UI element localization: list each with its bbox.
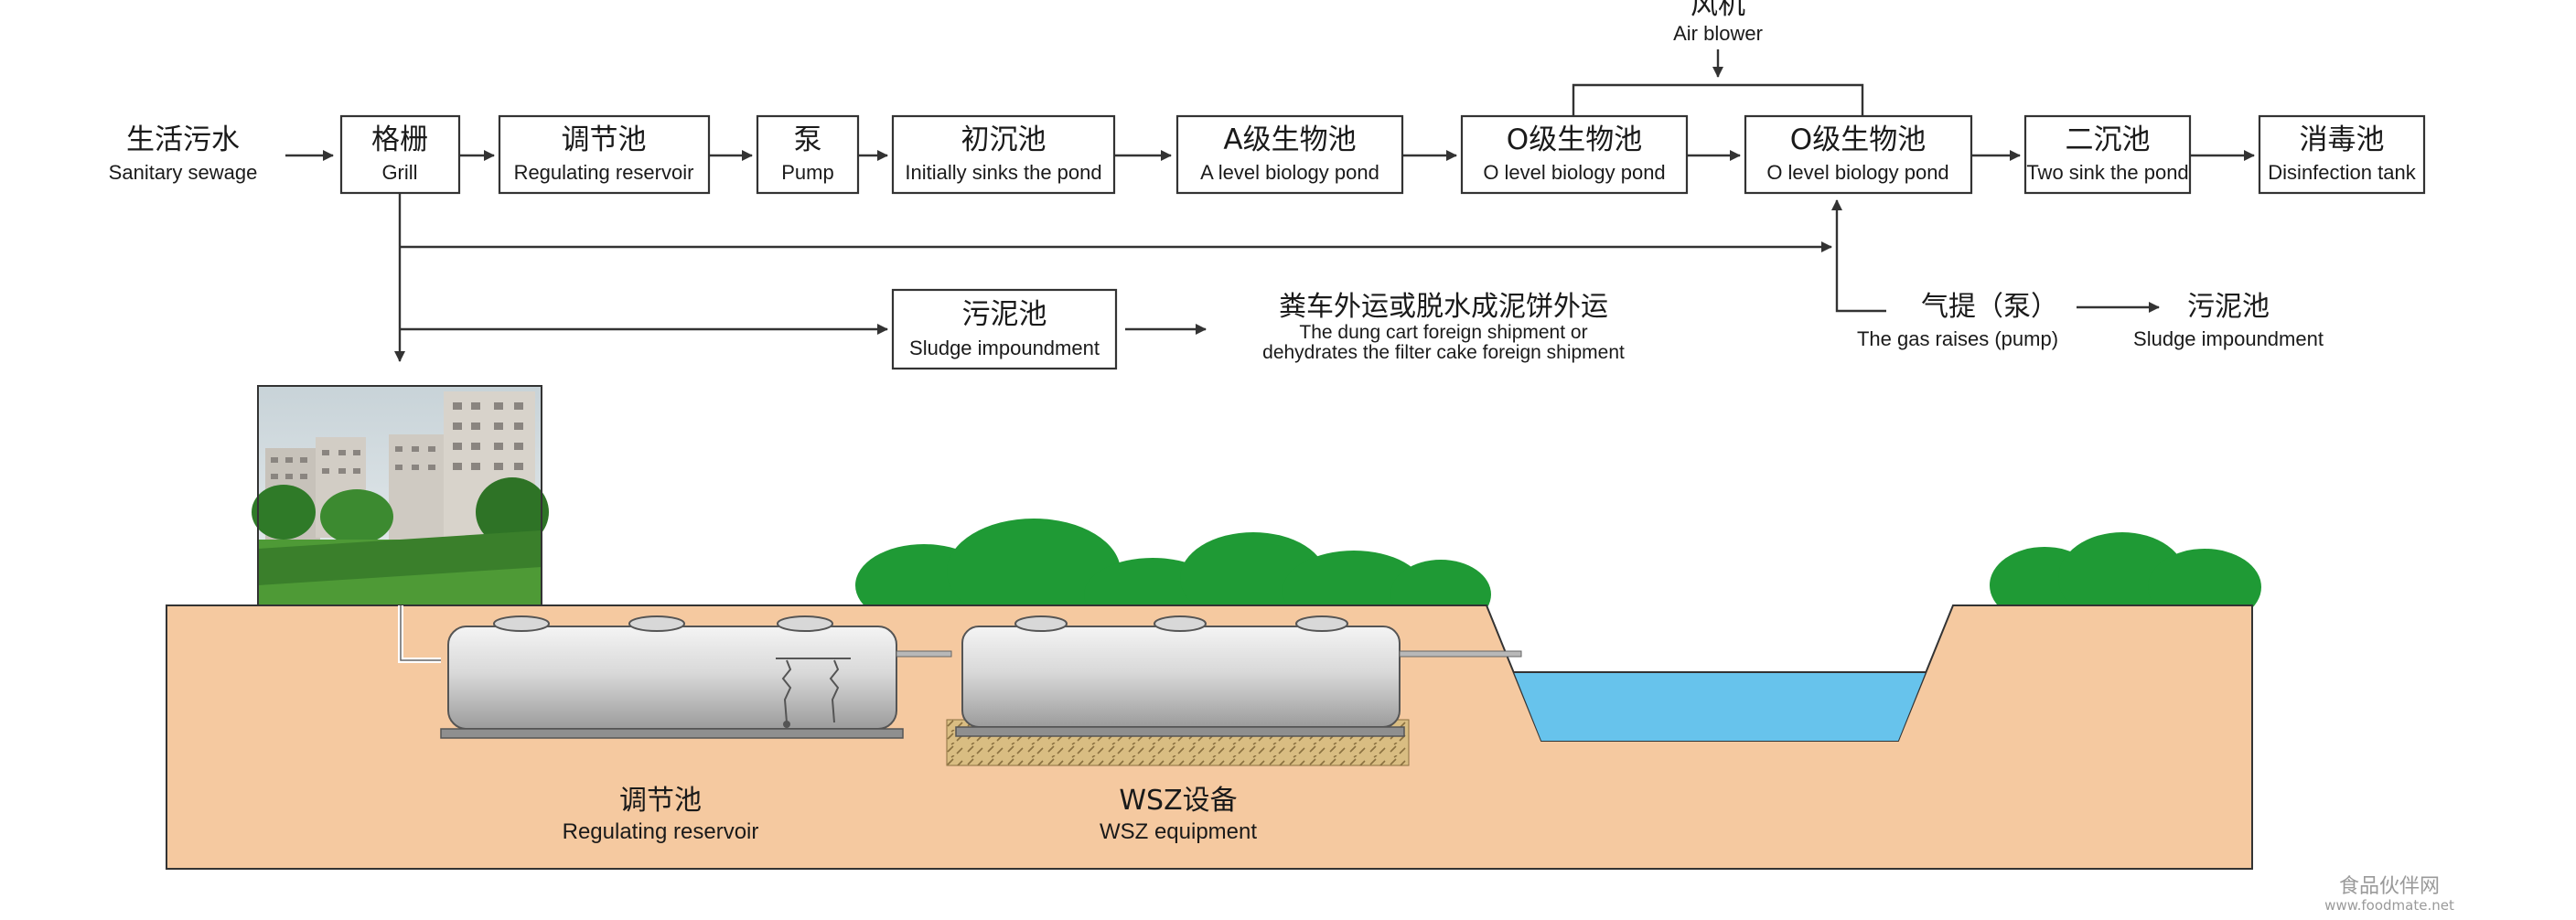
stage-label-en: Regulating reservoir (514, 161, 694, 184)
stage-label-zh: O级生物池 (1507, 123, 1642, 156)
stage-label-en: Two sink the pond (2026, 161, 2188, 184)
sludge-impoundment-box: 污泥池 Sludge impoundment (891, 288, 1118, 370)
sludge-box-label-en: Sludge impoundment (909, 337, 1100, 359)
stage-box-disinfection: 消毒池 Disinfection tank (2258, 114, 2426, 195)
watermark-en: www.foodmate.net (2324, 897, 2454, 914)
stage-box-regulating-reservoir: 调节池 Regulating reservoir (498, 114, 711, 195)
stage-label-zh: 二沉池 (2066, 123, 2151, 156)
regulating-tank (440, 615, 904, 739)
wsz-label-zh: WSZ设备 (1119, 785, 1237, 817)
source-label-en: Sanitary sewage (109, 161, 258, 184)
stage-label-zh: 调节池 (562, 123, 647, 156)
stage-label-en: Pump (781, 161, 833, 184)
disposal-label-en-2: dehydrates the filter cake foreign shipm… (1262, 342, 1625, 363)
regulating-tank-label-en: Regulating reservoir (563, 819, 759, 844)
stage-label-zh: 格栅 (371, 123, 428, 156)
wsz-label-en: WSZ equipment (1100, 819, 1257, 844)
stage-box-o-level-biology-2: O级生物池 O level biology pond (1744, 114, 1973, 195)
pond-water (1514, 672, 1926, 741)
stage-label-en: A level biology pond (1200, 161, 1379, 184)
stage-label-en: O level biology pond (1483, 161, 1665, 184)
source-label-zh: 生活污水 (126, 123, 240, 156)
sludge-box-label-zh: 污泥池 (962, 298, 1047, 331)
stage-label-zh: O级生物池 (1790, 123, 1926, 156)
stage-label-zh: 初沉池 (961, 123, 1046, 156)
watermark-zh: 食品伙伴网 (2339, 875, 2440, 898)
stage-label-zh: 消毒池 (2300, 123, 2385, 156)
stage-box-pump: 泵 Pump (756, 114, 860, 195)
stage-box-primary-settling: 初沉池 Initially sinks the pond (891, 114, 1116, 195)
gas-lift-label-en: The gas raises (pump) (1857, 327, 2058, 350)
inlet-pipe-edge (400, 605, 441, 661)
building-photo (252, 385, 549, 606)
stage-box-o-level-biology-1: O级生物池 O level biology pond (1460, 114, 1689, 195)
connecting-pipe (896, 650, 952, 658)
sludge-return-label-en: Sludge impoundment (2133, 327, 2324, 350)
wsz-equipment (946, 615, 1410, 766)
gas-lift-return-arrow (1831, 199, 1886, 313)
regulating-tank-label-zh: 调节池 (619, 785, 702, 817)
stage-label-en: O level biology pond (1766, 161, 1948, 184)
sludge-return-label-zh: 污泥池 (2187, 291, 2270, 323)
air-distribution-line (1572, 83, 1864, 116)
stage-label-en: Initially sinks the pond (905, 161, 1101, 184)
stage-label-en: Disinfection tank (2268, 161, 2416, 184)
outlet-pipe (1399, 650, 1522, 658)
stage-box-grill: 格栅 Grill (339, 114, 461, 195)
air-blower-label-zh: 风机 (1690, 0, 1745, 21)
disposal-label-zh: 粪车外运或脱水成泥饼外运 (1279, 291, 1608, 323)
disposal-label-en-1: The dung cart foreign shipment or (1299, 322, 1587, 343)
air-blower-label-en: Air blower (1673, 22, 1763, 45)
stage-box-secondary-settling: 二沉池 Two sink the pond (2023, 114, 2192, 195)
stage-label-zh: A级生物池 (1223, 123, 1356, 156)
stage-label-en: Grill (381, 161, 417, 184)
stage-box-a-level-biology: A级生物池 A level biology pond (1175, 114, 1404, 195)
gas-lift-label-zh: 气提（泵） (1921, 291, 2058, 323)
stage-label-zh: 泵 (794, 123, 822, 156)
